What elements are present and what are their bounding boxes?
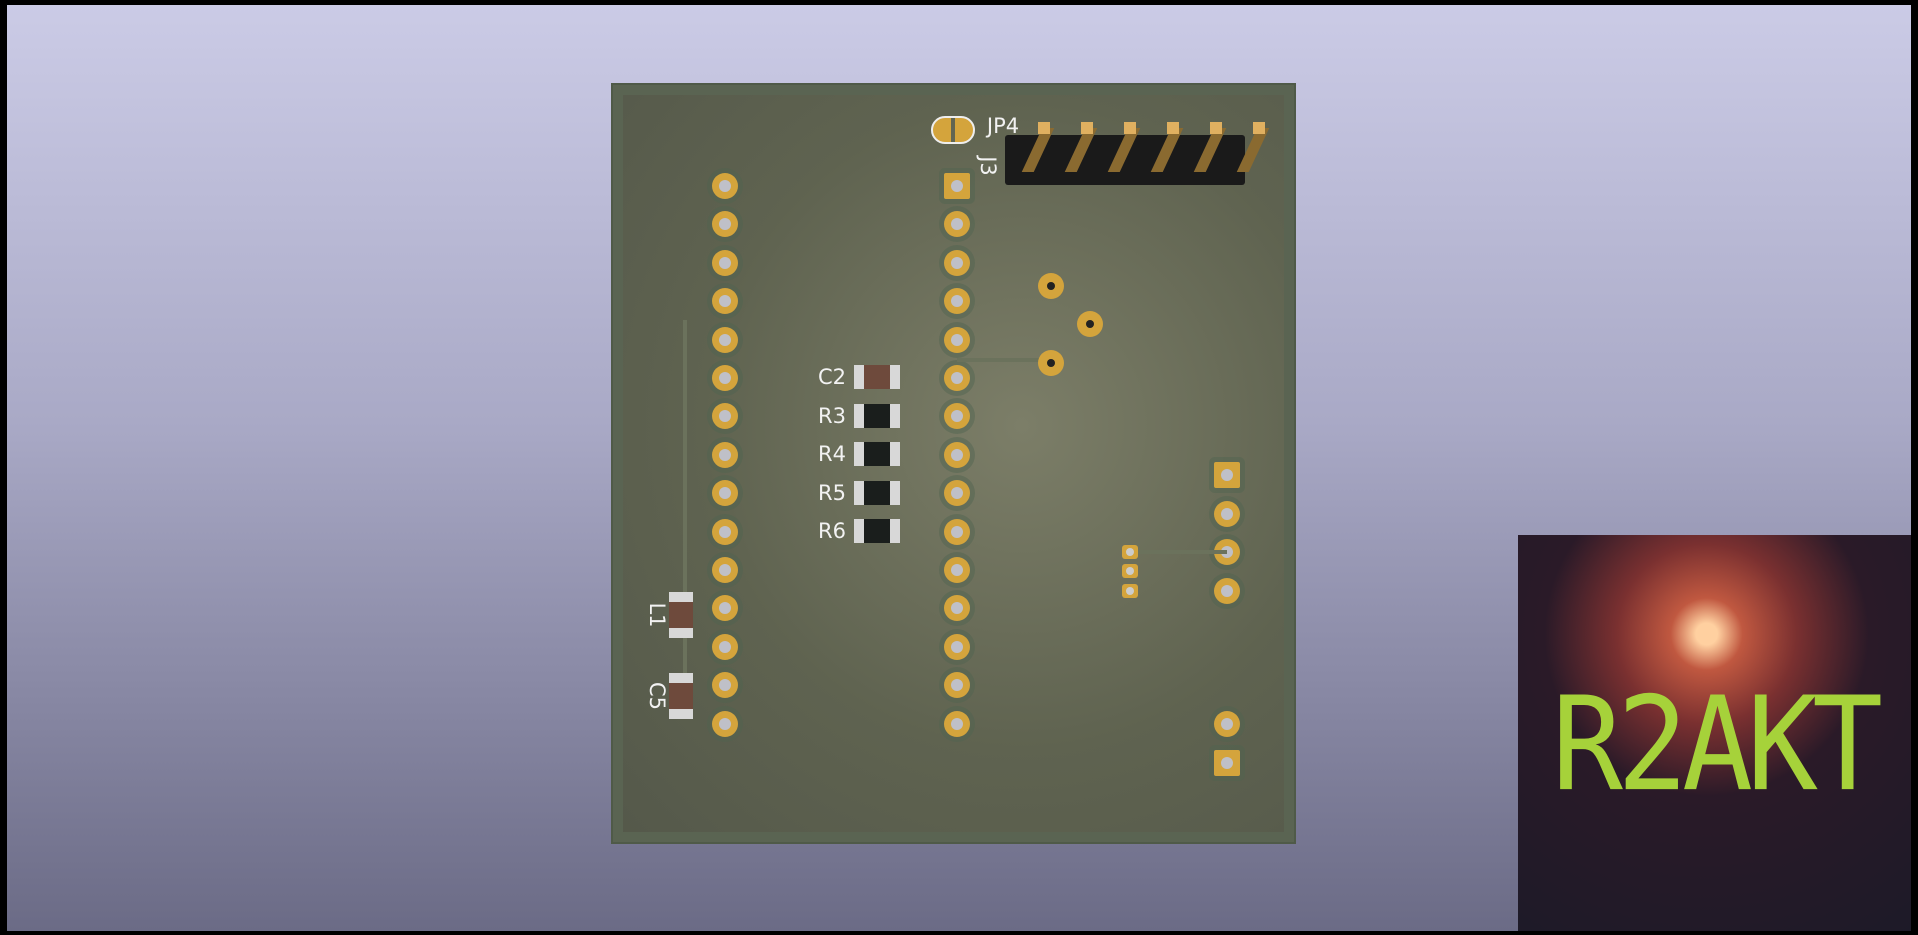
left-header-pin[interactable]: [712, 595, 738, 622]
jp4-solder-jumper[interactable]: [931, 116, 975, 144]
left-header-pin[interactable]: [712, 633, 738, 660]
r2akt-logo: R2AKT: [1518, 535, 1911, 931]
via-hole: [1077, 311, 1103, 337]
r3-label: R3: [818, 404, 846, 428]
l1-label: L1: [645, 602, 669, 628]
left-header-pin[interactable]: [712, 441, 738, 468]
middle-header-pin[interactable]: [944, 633, 970, 660]
c5-label: C5: [645, 681, 669, 711]
trace: [1130, 550, 1227, 554]
right-header-pin[interactable]: [1214, 500, 1240, 527]
j3-pin[interactable]: [1253, 122, 1265, 134]
left-header-pin[interactable]: [712, 326, 738, 353]
middle-header-pin[interactable]: [944, 480, 970, 507]
middle-header-pin[interactable]: [944, 710, 970, 737]
jp4-label: JP4: [986, 114, 1020, 138]
r4-label: R4: [818, 442, 846, 466]
middle-header-pin[interactable]: [944, 518, 970, 545]
left-header-pin[interactable]: [712, 672, 738, 699]
middle-header-pin[interactable]: [944, 595, 970, 622]
j3-pin[interactable]: [1038, 122, 1050, 134]
c2-label: C2: [817, 365, 847, 389]
middle-header-pin[interactable]: [944, 249, 970, 276]
r5-label: R5: [818, 481, 846, 505]
left-header-pin[interactable]: [712, 480, 738, 507]
left-header-pin[interactable]: [712, 211, 738, 238]
left-header-pin[interactable]: [712, 403, 738, 430]
middle-header-pin[interactable]: [944, 211, 970, 238]
middle-header-pin[interactable]: [944, 288, 970, 315]
left-header-pin[interactable]: [712, 173, 738, 199]
small-pad: [1122, 545, 1138, 559]
right-header-pin[interactable]: [1214, 577, 1240, 604]
bottom-right-pin[interactable]: [1214, 750, 1240, 776]
r5-resistor[interactable]: [854, 481, 900, 505]
trace: [957, 358, 1051, 362]
left-header-pin[interactable]: [712, 288, 738, 315]
middle-header-pin[interactable]: [944, 173, 970, 199]
logo-text: R2AKT: [1551, 668, 1883, 820]
j3-label: J3: [976, 156, 1000, 176]
middle-header-pin[interactable]: [944, 441, 970, 468]
r6-label: R6: [818, 519, 846, 543]
left-header-pin[interactable]: [712, 710, 738, 737]
l1-inductor[interactable]: [669, 592, 693, 638]
right-header-pin[interactable]: [1214, 462, 1240, 488]
r6-resistor[interactable]: [854, 519, 900, 543]
right-header-pin[interactable]: [1214, 539, 1240, 565]
bottom-right-pin[interactable]: [1214, 711, 1240, 737]
small-pad: [1122, 584, 1138, 598]
left-header-pin[interactable]: [712, 557, 738, 583]
middle-header-pin[interactable]: [944, 557, 970, 583]
middle-header-pin[interactable]: [944, 326, 970, 353]
r3-resistor[interactable]: [854, 404, 900, 428]
left-header-pin[interactable]: [712, 518, 738, 545]
via-hole: [1038, 273, 1064, 299]
left-header-pin[interactable]: [712, 249, 738, 276]
j3-pin[interactable]: [1210, 122, 1222, 134]
middle-header-pin[interactable]: [944, 403, 970, 430]
trace: [683, 320, 687, 690]
via-hole: [1038, 350, 1064, 376]
small-pad: [1122, 564, 1138, 578]
middle-header-pin[interactable]: [944, 365, 970, 391]
j3-pin[interactable]: [1167, 122, 1179, 134]
c2-capacitor[interactable]: [854, 365, 900, 389]
left-header-pin[interactable]: [712, 365, 738, 391]
j3-pin[interactable]: [1081, 122, 1093, 134]
j3-pin[interactable]: [1124, 122, 1136, 134]
r4-resistor[interactable]: [854, 442, 900, 466]
middle-header-pin[interactable]: [944, 672, 970, 699]
c5-capacitor[interactable]: [669, 673, 693, 719]
